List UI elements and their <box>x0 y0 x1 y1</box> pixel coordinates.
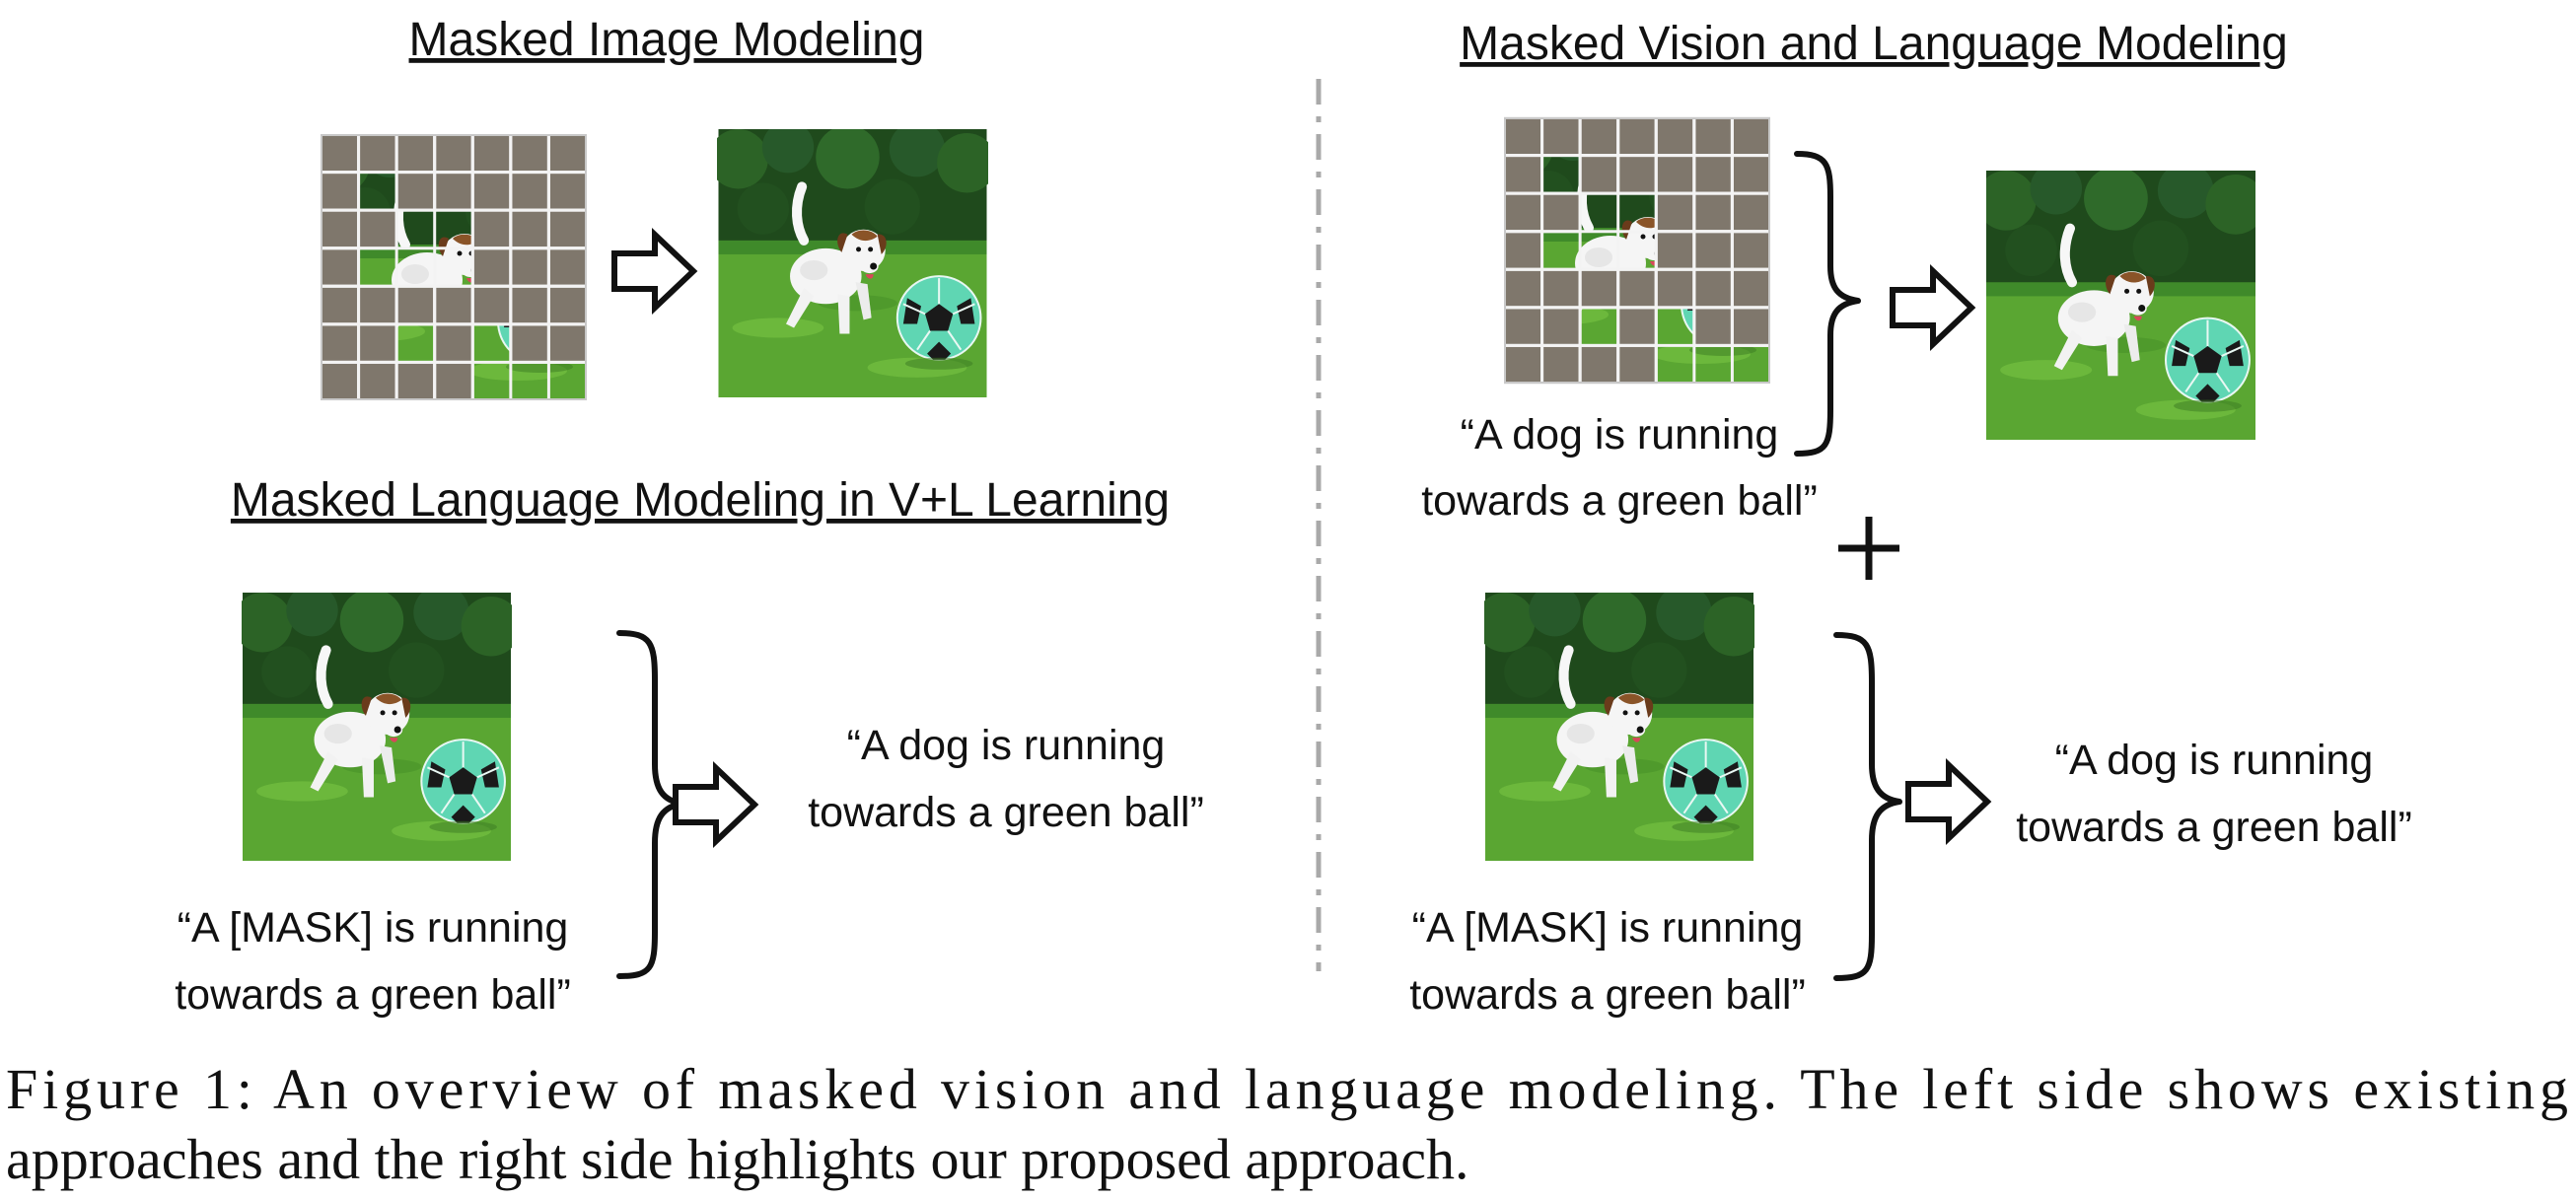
masked-patch-grid-icon <box>311 126 597 400</box>
figure-caption-line1: Figure 1: An overview of masked vision a… <box>6 1057 2568 1121</box>
dog-with-ball-photo-icon <box>1475 585 1763 861</box>
mvlm-image-text-line2: towards a green ball” <box>1421 477 1818 525</box>
mim-masked-image <box>311 126 597 400</box>
dog-with-ball-photo-icon <box>1976 163 2265 440</box>
mvlm-text-arrow <box>1908 765 1987 838</box>
mvlm-masked-image <box>1494 109 1780 384</box>
mvlm-reconstructed-image <box>1976 163 2265 440</box>
dog-with-ball-photo-icon <box>233 585 521 861</box>
mlm-title: Masked Language Modeling in V+L Learning <box>231 474 1170 527</box>
mvlm-text-input-line2: towards a green ball” <box>1409 971 1806 1019</box>
masked-patch-grid-icon <box>1494 109 1780 384</box>
mvlm-text-input-image <box>1475 585 1763 861</box>
mvlm-title: Masked Vision and Language Modeling <box>1460 18 2288 70</box>
mlm-input-image <box>233 585 521 861</box>
hollow-right-arrow-icon <box>614 235 693 308</box>
mlm-output-caption-line2: towards a green ball” <box>808 789 1204 836</box>
hollow-right-arrow-icon <box>676 768 754 841</box>
mvlm-text-input-line1: “A [MASK] is running <box>1412 904 1804 952</box>
mim-reconstructed-image <box>708 121 996 397</box>
right-curly-brace-icon <box>1833 632 1902 981</box>
mlm-input-caption-line2: towards a green ball” <box>175 971 571 1019</box>
mlm-output-caption-line1: “A dog is running <box>847 722 1166 769</box>
mvlm-image-text-line1: “A dog is running <box>1461 411 1779 459</box>
mim-title: Masked Image Modeling <box>409 14 925 66</box>
dog-with-ball-photo-icon <box>708 121 996 397</box>
hollow-right-arrow-icon <box>1893 271 1971 344</box>
mvlm-text-output-line1: “A dog is running <box>2055 737 2374 784</box>
mvlm-image-arrow <box>1893 271 1971 344</box>
mlm-input-caption-line1: “A [MASK] is running <box>178 904 569 952</box>
figure-caption-line2: approaches and the right side highlights… <box>6 1127 1468 1191</box>
plus-icon <box>1838 517 1899 580</box>
right-curly-brace-icon <box>1794 151 1861 457</box>
mim-arrow <box>614 235 693 308</box>
mlm-arrow <box>676 768 754 841</box>
mvlm-text-output-line2: towards a green ball” <box>2016 804 2412 851</box>
hollow-right-arrow-icon <box>1908 765 1987 838</box>
